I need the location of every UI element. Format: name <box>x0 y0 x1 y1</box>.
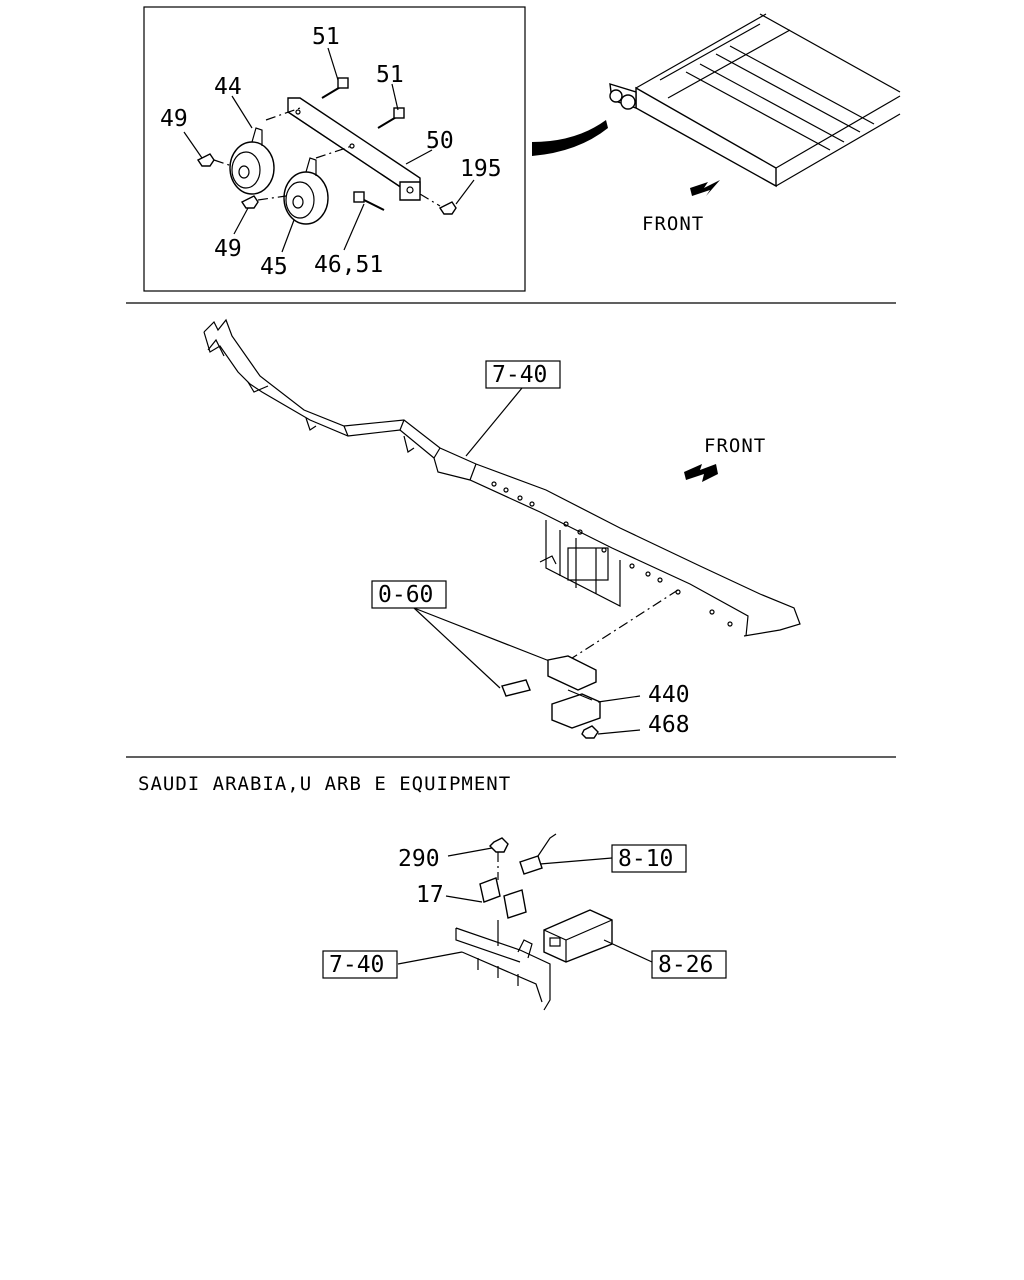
front-label-middle: FRONT <box>704 435 766 457</box>
front-label-top: FRONT <box>642 213 704 235</box>
callout-440: 440 <box>648 682 690 708</box>
ref-7-40-bottom[interactable]: 7-40 <box>329 952 384 978</box>
callout-46-51: 46,51 <box>314 252 383 278</box>
nut-49-a <box>196 153 215 167</box>
callout-195: 195 <box>460 156 502 182</box>
callout-49-top: 49 <box>160 106 188 132</box>
nut-195 <box>438 201 457 215</box>
sensor-mount-assembly <box>455 833 557 1011</box>
callout-17: 17 <box>416 882 444 908</box>
bolt-46 <box>353 191 385 211</box>
callout-51-top: 51 <box>312 24 340 50</box>
bolt-51-a <box>321 77 349 99</box>
inset-frame <box>143 6 526 292</box>
detail-arrow-icon <box>532 120 608 156</box>
control-unit-8-26 <box>543 909 613 963</box>
front-arrow-icon-middle <box>684 464 718 482</box>
callout-290: 290 <box>398 846 440 872</box>
callout-50: 50 <box>426 128 454 154</box>
ref-7-40-middle[interactable]: 7-40 <box>492 362 547 388</box>
ref-box-8-26 <box>651 950 727 979</box>
ref-box-8-10 <box>611 844 687 873</box>
ref-8-10[interactable]: 8-10 <box>618 846 673 872</box>
sensor-bracket-assembly <box>501 589 679 739</box>
horn-45 <box>283 157 329 225</box>
horn-assembly-inset: 51 51 44 49 50 195 49 45 46,51 <box>143 6 526 292</box>
callout-49-bottom: 49 <box>214 236 242 262</box>
chassis-front-frame <box>609 13 901 188</box>
ref-box-7-40-mid <box>485 360 561 389</box>
ref-8-26[interactable]: 8-26 <box>658 952 713 978</box>
callout-51-right: 51 <box>376 62 404 88</box>
ref-0-60[interactable]: 0-60 <box>378 582 433 608</box>
bolt-51-b <box>377 107 405 129</box>
callout-468: 468 <box>648 712 690 738</box>
nut-49-b <box>240 195 259 209</box>
ref-box-0-60 <box>371 580 447 609</box>
horn-44 <box>229 127 275 195</box>
callout-44: 44 <box>214 74 242 100</box>
equipment-caption: SAUDI ARABIA,U ARB E EQUIPMENT <box>138 773 511 795</box>
ref-box-7-40-bottom <box>322 950 398 979</box>
callout-45: 45 <box>260 254 288 280</box>
front-arrow-icon-top <box>690 180 720 196</box>
chassis-side-rail <box>203 318 801 637</box>
